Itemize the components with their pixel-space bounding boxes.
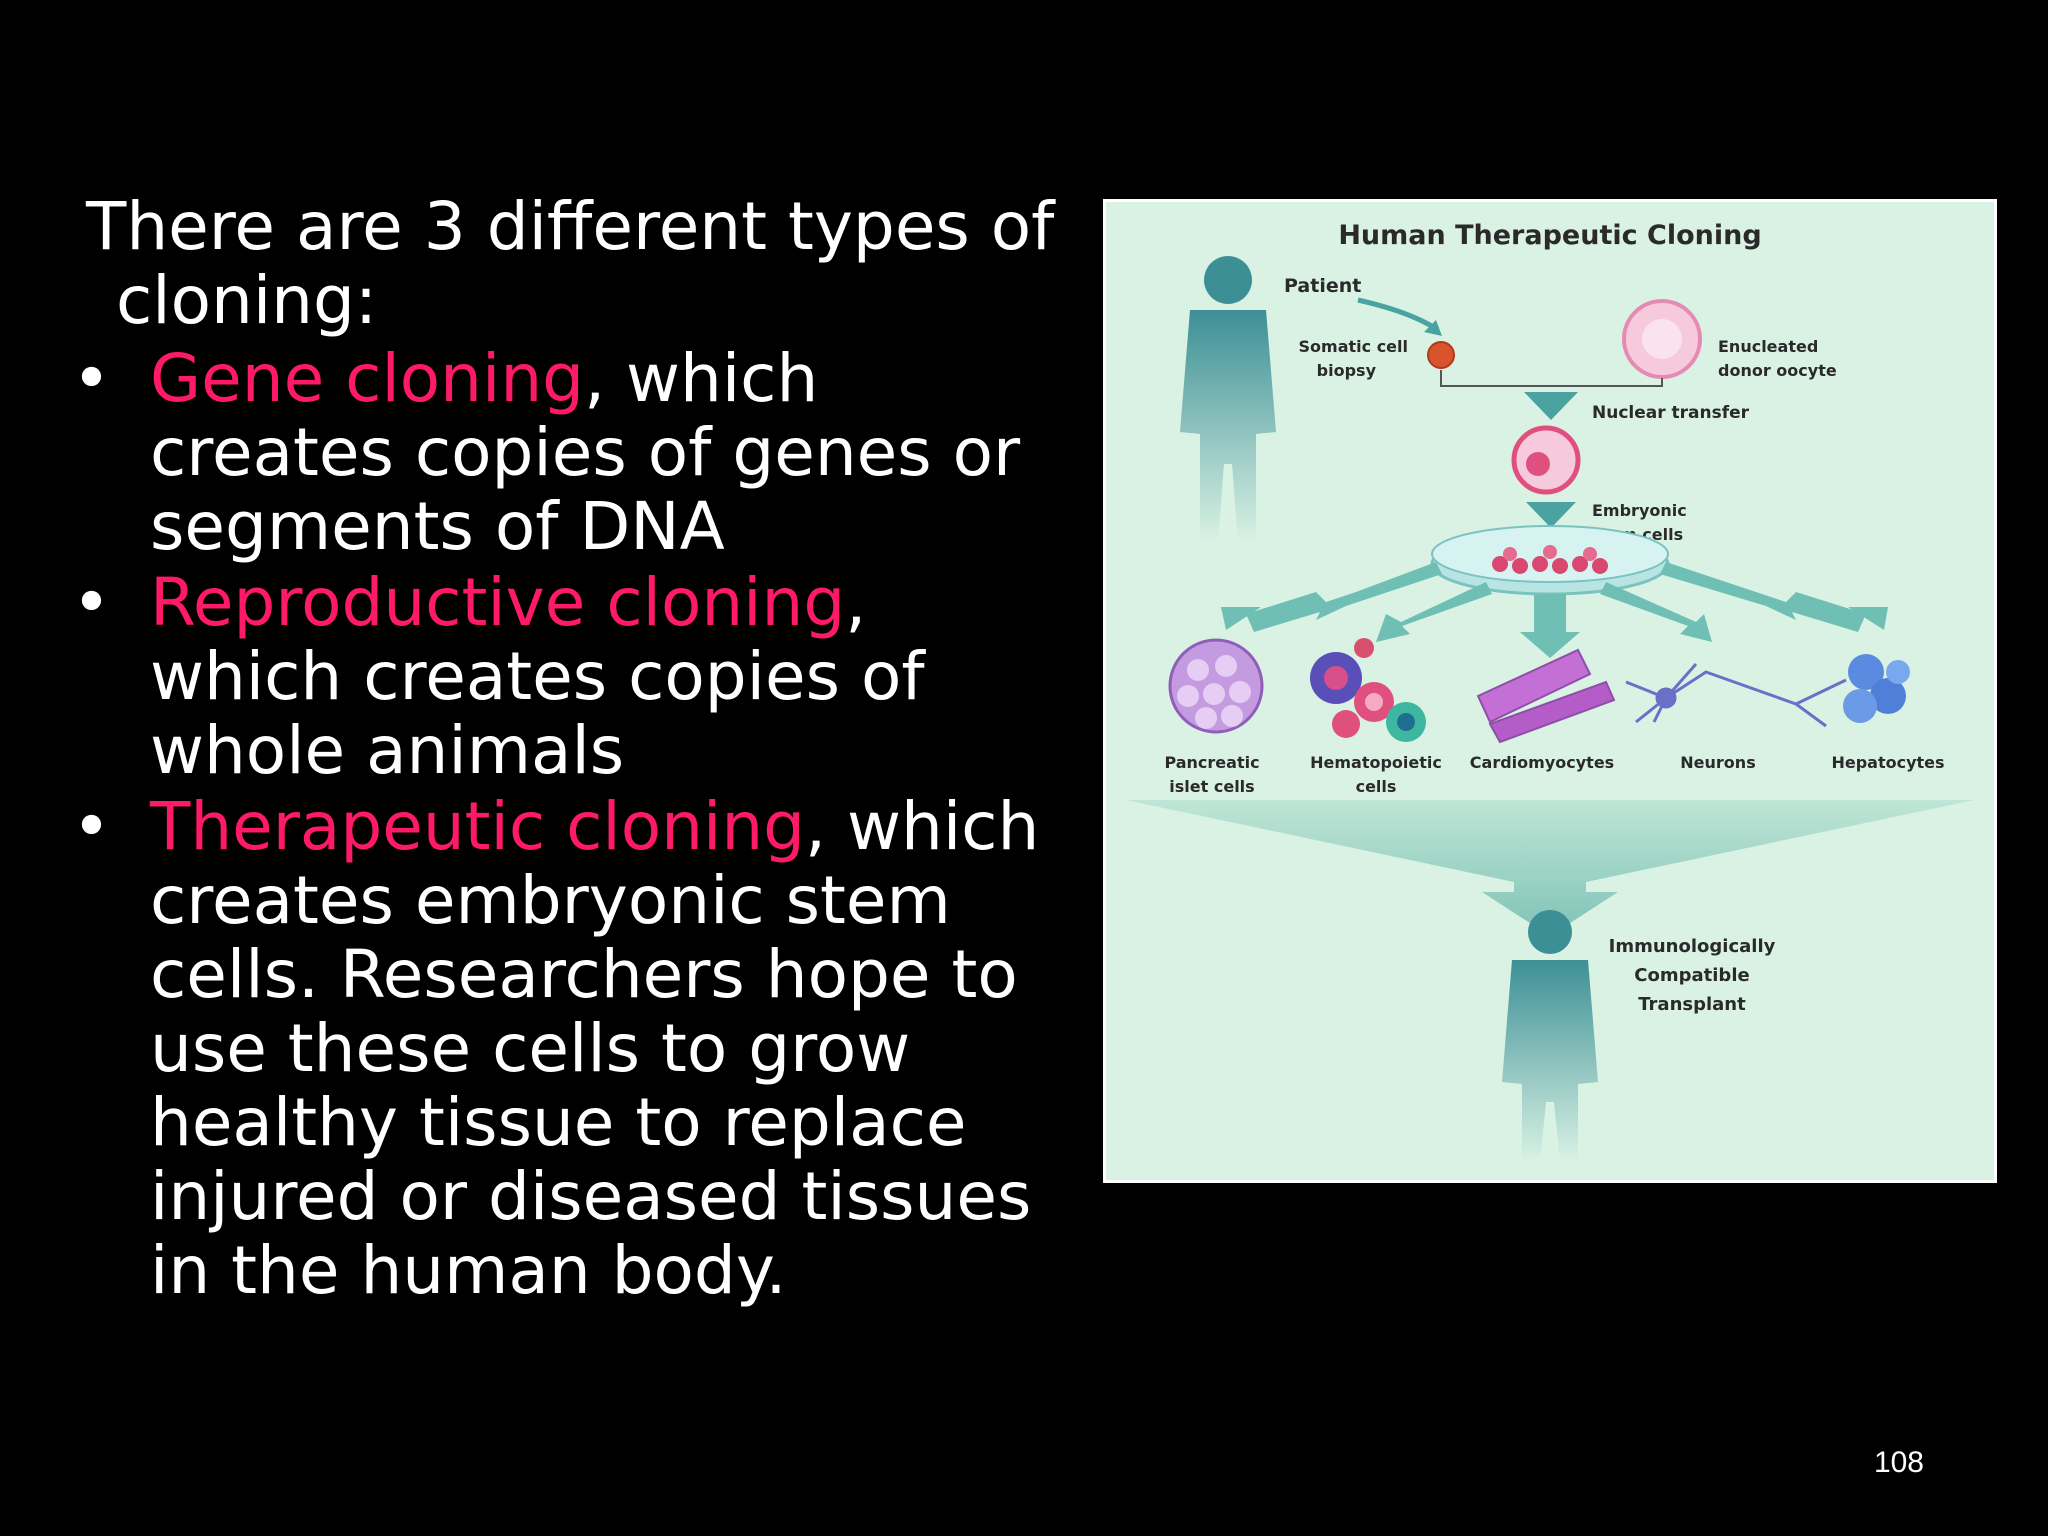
arrow-head-icon: [1424, 320, 1442, 336]
list-item-reproductive-cloning: • Reproductive cloning, which creates co…: [60, 566, 1070, 788]
cloning-types-list: • Gene cloning, which creates copies of …: [60, 342, 1070, 1308]
desc-therapeutic-cloning: , which creates embryonic stem cells. Re…: [150, 788, 1040, 1309]
list-item-therapeutic-cloning: • Therapeutic cloning, which creates emb…: [60, 790, 1070, 1308]
therapeutic-cloning-diagram: Human Therapeutic Cloning Patient Somati…: [1103, 199, 1997, 1183]
neurons-icon: [1625, 663, 1847, 728]
somatic-cell-icon: [1427, 341, 1455, 369]
neurons-label: Neurons: [1680, 753, 1755, 772]
term-gene-cloning: Gene cloning: [150, 340, 585, 417]
funnel-arrow-icon: [1126, 800, 1974, 936]
petri-dish-icon: [1430, 525, 1670, 596]
merge-arrow-icon: [1524, 392, 1578, 420]
list-item-gene-cloning: • Gene cloning, which creates copies of …: [60, 342, 1070, 564]
slide-body: There are 3 different types of cloning: …: [60, 190, 1070, 1310]
diagram-canvas: Human Therapeutic Cloning Patient Somati…: [1126, 220, 1974, 1162]
pancreatic-label-2: islet cells: [1169, 777, 1254, 796]
page-number: 108: [1873, 1446, 1924, 1479]
merge-line: [1440, 370, 1663, 387]
hemato-label-1: Hematopoietic: [1310, 753, 1442, 772]
hemato-label-2: cells: [1356, 777, 1397, 796]
enucleated-label-2: donor oocyte: [1718, 361, 1837, 380]
bullet-icon: •: [72, 340, 111, 417]
nucleus-icon: [1526, 452, 1550, 476]
patient-label: Patient: [1284, 275, 1361, 297]
down-arrow-icon: [1526, 502, 1576, 528]
oocyte-inner-icon: [1642, 319, 1682, 359]
bullet-icon: •: [72, 564, 111, 641]
somatic-label-1: Somatic cell: [1299, 337, 1408, 356]
hepatocytes-label: Hepatocytes: [1831, 753, 1944, 772]
desc-gene-cloning: , which creates copies of genes or segme…: [150, 340, 1021, 565]
cardiomyocytes-icon: [1476, 648, 1616, 744]
recipient-figure-icon: [1502, 910, 1598, 1162]
transplant-label-3: Transplant: [1638, 994, 1746, 1015]
nuclear-transfer-label: Nuclear transfer: [1592, 403, 1750, 423]
patient-arrow-icon: [1357, 297, 1440, 333]
cardio-label: Cardiomyocytes: [1470, 753, 1614, 772]
somatic-label-2: biopsy: [1317, 361, 1377, 380]
hepatocytes-icon: [1843, 654, 1910, 723]
bullet-icon: •: [72, 788, 111, 865]
term-reproductive-cloning: Reproductive cloning: [150, 564, 846, 641]
patient-figure-icon: [1180, 256, 1276, 542]
pancreatic-label-1: Pancreatic: [1164, 753, 1259, 772]
pancreatic-cells-icon: [1168, 638, 1264, 734]
hematopoietic-cells-icon: [1310, 638, 1426, 742]
intro-text: There are 3 different types of cloning:: [86, 188, 1055, 339]
differentiation-arrows-icon: [1221, 562, 1888, 658]
transplant-label-2: Compatible: [1634, 965, 1749, 986]
embryonic-label-1: Embryonic: [1592, 501, 1687, 520]
desc-reproductive-cloning: , which creates copies of whole animals: [150, 564, 925, 789]
term-therapeutic-cloning: Therapeutic cloning: [150, 788, 806, 865]
enucleated-label-1: Enucleated: [1718, 337, 1818, 356]
diagram-title: Human Therapeutic Cloning: [1338, 220, 1761, 251]
transplant-label-1: Immunologically: [1609, 936, 1776, 957]
